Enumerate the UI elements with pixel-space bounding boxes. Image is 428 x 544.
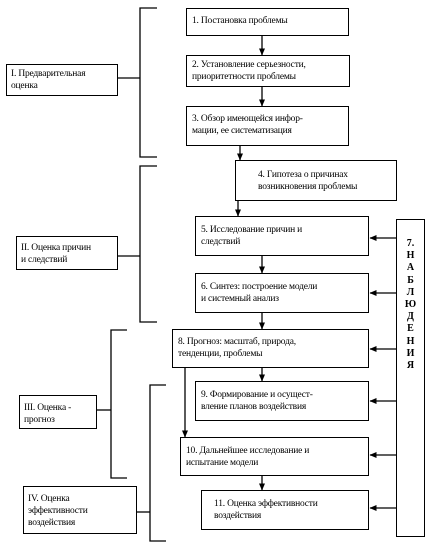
stage-3-line-2: прогноз — [24, 415, 55, 425]
observations-letter: 7. — [406, 238, 415, 249]
stage-2-box: II. Оценка причин и следствий — [16, 236, 118, 270]
stage-4-box: IV. Оценка эффективности воздействия — [23, 486, 137, 534]
observations-letter: Ю — [404, 299, 417, 311]
stage-1-box: I. Предварительная оценка — [6, 64, 118, 96]
stage-1-line-2: оценка — [11, 81, 38, 91]
stage-4-line-3: воздействия — [28, 518, 75, 528]
step-8-line-2: тенденции, проблемы — [178, 349, 263, 359]
observations-letter: Е — [407, 323, 414, 335]
step-9-box: 9. Формирование и осущест- вление планов… — [195, 381, 369, 421]
bracket-stage-1 — [139, 7, 157, 158]
stage-3-line-1: III. Оценка - — [24, 403, 72, 413]
bracket-stage-3 — [110, 329, 127, 479]
observations-letter: Н — [406, 335, 415, 347]
step-11-line-2: воздействия — [214, 511, 261, 521]
observations-letter: А — [406, 262, 415, 274]
step-9-line-2: вление планов воздействия — [201, 402, 307, 412]
step-11-box: 11. Оценка эффективности воздействия — [201, 490, 369, 530]
step-5-box: 5. Исследование причин и следствий — [195, 216, 369, 256]
step-8-box: 8. Прогноз: масштаб, природа, тенденции,… — [172, 329, 369, 368]
step-8-line-1: 8. Прогноз: масштаб, природа, — [178, 337, 296, 347]
observations-letter: Д — [407, 311, 414, 323]
step-1-text: 1. Постановка проблемы — [192, 16, 288, 26]
step-10-box: 10. Дальнейшее исследование и испытание … — [180, 437, 369, 476]
stage-2-line-2: и следствий — [21, 255, 68, 265]
bracket-stage-2 — [139, 165, 157, 323]
step-9-line-1: 9. Формирование и осущест- — [201, 390, 313, 400]
step-5-line-2: следствий — [201, 237, 241, 247]
bracket-stage-4 — [149, 384, 166, 542]
step-6-box: 6. Синтез: построение модели и системный… — [195, 273, 369, 313]
step-11-line-1: 11. Оценка эффективности — [214, 499, 318, 509]
stage-2-line-1: II. Оценка причин — [21, 243, 91, 253]
step-3-line-1: 3. Обзор имеющейся инфор- — [192, 114, 303, 124]
observations-letter: Н — [406, 250, 415, 262]
stage-1-line-1: I. Предварительная — [11, 69, 86, 79]
step-4-line-2: возникновения проблемы — [258, 182, 358, 192]
step-4-line-1: 4. Гипотеза о причинах — [258, 170, 348, 180]
step-2-line-2: приоритетности проблемы — [192, 72, 296, 82]
step-2-box: 2. Установление серьезности, приоритетно… — [186, 55, 350, 87]
step-2-line-1: 2. Установление серьезности, — [192, 60, 306, 70]
step-5-line-1: 5. Исследование причин и — [201, 225, 303, 235]
observations-letter: Б — [407, 274, 414, 286]
stage-4-line-2: эффективности — [28, 506, 88, 516]
step-10-line-1: 10. Дальнейшее исследование и — [186, 446, 310, 456]
observations-letter: И — [406, 347, 415, 359]
step-3-box: 3. Обзор имеющейся инфор- мации, ее сист… — [186, 106, 349, 146]
observations-column: 7. Н А Б Л Ю Д Е Н И Я — [396, 219, 425, 537]
stage-4-line-1: IV. Оценка — [28, 494, 70, 504]
observations-letter: Л — [406, 286, 415, 298]
stage-3-box: III. Оценка - прогноз — [19, 395, 97, 429]
step-10-line-2: испытание модели — [186, 458, 259, 468]
step-6-line-2: и системный анализ — [201, 294, 279, 304]
step-3-line-2: мации, ее систематизация — [192, 126, 292, 136]
step-1-box: 1. Постановка проблемы — [186, 8, 349, 36]
step-6-line-1: 6. Синтез: построение модели — [201, 282, 318, 292]
step-4-box: 4. Гипотеза о причинах возникновения про… — [235, 160, 397, 201]
observations-letter: Я — [406, 360, 415, 372]
